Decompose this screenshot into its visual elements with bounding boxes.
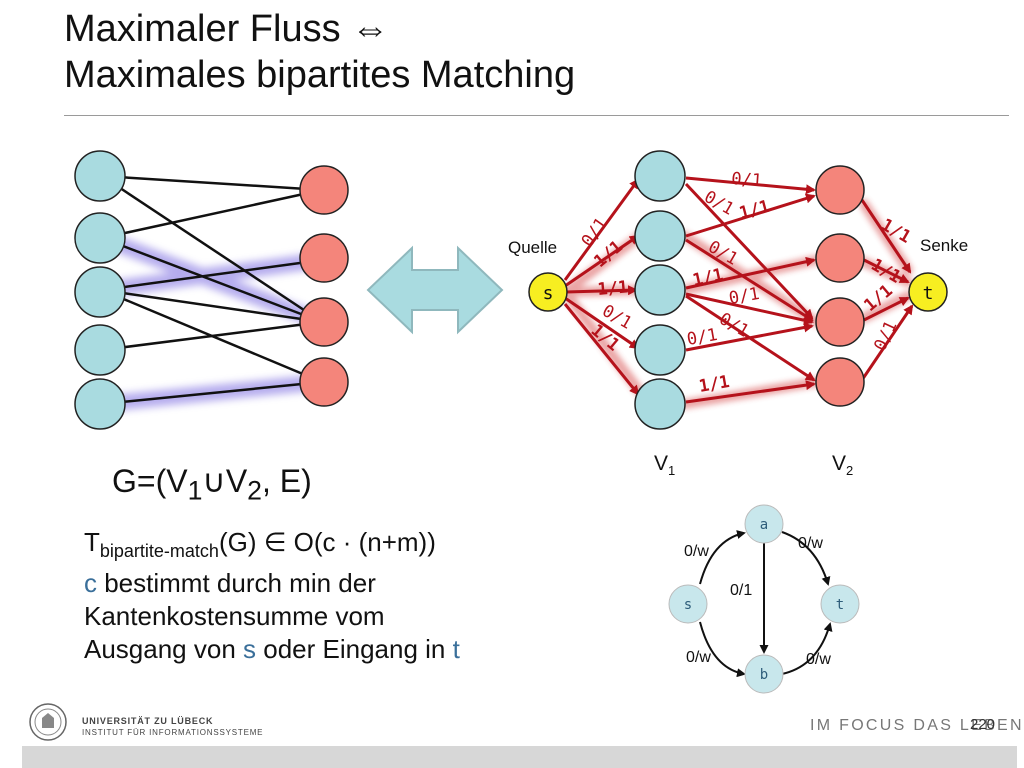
source-node	[528, 272, 568, 312]
left-node	[74, 324, 126, 376]
edge-label: 0/1	[701, 187, 738, 220]
small-node-s	[668, 584, 708, 624]
v1-node	[634, 150, 686, 202]
equivalence-arrow	[366, 245, 504, 335]
v2-nodes	[815, 165, 865, 407]
small-edge-label: 0/w	[684, 543, 709, 560]
explanation-line-2: Kantenkostensumme vom	[84, 601, 385, 631]
left-node	[74, 266, 126, 318]
small-node-b-label: b	[760, 667, 768, 683]
right-node	[299, 233, 349, 283]
university-seal-icon	[29, 703, 67, 741]
flow-edges	[563, 176, 914, 404]
small-node-t-label: t	[836, 597, 844, 613]
complexity-part: (G) ∈ O(c · (n+m))	[218, 527, 436, 557]
formula-part: , E)	[262, 463, 312, 499]
title-line-1: Maximaler Fluss ⇔	[64, 8, 390, 50]
right-node	[299, 357, 349, 407]
flow-network: s t Quelle Senke V1 V2 0/1 0/1 1/1 0/1 1…	[508, 150, 968, 478]
source-node-label: s	[543, 283, 554, 304]
university-logo-text: UNIVERSITÄT ZU LÜBECK INSTITUT FÜR INFOR…	[82, 716, 263, 738]
edge-label: 1/1	[737, 197, 772, 224]
source-caption: Quelle	[508, 238, 557, 257]
complexity-part: T	[84, 527, 100, 557]
footer-slogan: IM FOCUS DAS LEBEN	[810, 717, 1024, 734]
v2-node	[815, 233, 865, 283]
v1-caption: V1	[654, 452, 675, 478]
right-node	[299, 165, 349, 215]
bipartite-edges	[101, 174, 323, 406]
institute-name: INSTITUT FÜR INFORMATIONSSYSTEME	[82, 728, 264, 737]
v2-node	[815, 357, 865, 407]
explanation-text: c bestimmt durch min der Kantenkostensum…	[84, 567, 460, 666]
explanation-line-3: Ausgang von s oder Eingang in t	[84, 633, 460, 666]
formula-subscript: 2	[247, 475, 262, 506]
edge-label: 0/1	[870, 318, 901, 354]
edge-label: 0/1	[731, 169, 763, 191]
small-node-s-label: s	[684, 597, 692, 613]
left-node	[74, 150, 126, 202]
left-node	[74, 378, 126, 430]
formula-subscript: 1	[187, 475, 203, 506]
highlight-c: c	[84, 568, 97, 598]
edge-label: 1/1	[597, 277, 629, 300]
graph-definition: G=(V1∪V2, E)	[112, 462, 312, 506]
title-divider	[64, 115, 1009, 116]
university-name: UNIVERSITÄT ZU LÜBECK	[82, 716, 214, 726]
small-node-a	[744, 504, 784, 544]
v2-node	[815, 165, 865, 215]
small-edge-label: 0/w	[798, 535, 823, 552]
explanation-part: Ausgang von	[84, 634, 244, 664]
v2-node	[815, 297, 865, 347]
small-edge-label: 0/w	[806, 651, 831, 668]
left-nodes	[74, 150, 126, 430]
explanation-part: bestimmt durch min der	[97, 568, 376, 598]
explanation-part: oder Eingang in	[256, 634, 453, 664]
sink-caption: Senke	[920, 236, 968, 255]
right-nodes	[299, 165, 349, 407]
highlight-t: t	[452, 634, 460, 664]
v2-caption: V2	[832, 452, 853, 478]
explanation-line-1: c bestimmt durch min der	[84, 567, 460, 600]
edge-label: 1/1	[878, 215, 915, 248]
right-node	[299, 297, 349, 347]
title-line-2: Maximales bipartites Matching	[64, 54, 576, 96]
v1-node	[634, 264, 686, 316]
small-edge-label: 0/1	[730, 582, 752, 599]
footer-bar	[22, 746, 1017, 768]
small-node-b	[744, 654, 784, 694]
highlight-s: s	[243, 634, 257, 664]
small-node-a-label: a	[760, 517, 768, 533]
small-node-t	[820, 584, 860, 624]
v1-node	[634, 210, 686, 262]
slide-title: Maximaler Fluss ⇔ Maximales bipartites M…	[64, 6, 964, 98]
small-edge-label: 0/w	[686, 649, 711, 666]
matching-highlight	[94, 230, 330, 412]
sink-node-label: t	[923, 283, 934, 304]
v1-nodes	[634, 150, 686, 430]
page-number: 220	[970, 716, 996, 733]
sink-node	[908, 272, 948, 312]
left-node	[74, 212, 126, 264]
formula-part: G=(V	[112, 463, 188, 499]
bipartite-graph	[74, 150, 349, 430]
v1-node	[634, 378, 686, 430]
complexity-subscript: bipartite-match	[99, 541, 219, 562]
complexity-formula: Tbipartite-match(G) ∈ O(c · (n+m))	[84, 527, 436, 562]
v1-node	[634, 324, 686, 376]
formula-part: ∪V	[202, 463, 248, 499]
small-graph: a s t b 0/w 0/w 0/1 0/w 0/w	[668, 504, 860, 694]
edge-label: 0/1	[727, 284, 761, 309]
